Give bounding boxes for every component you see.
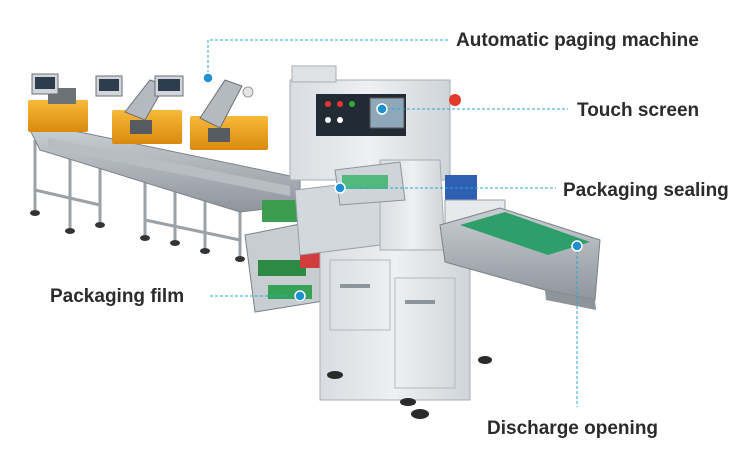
- label-packaging-film: Packaging film: [50, 286, 185, 307]
- label-automatic-paging-machine: Automatic paging machine: [456, 30, 699, 51]
- dot-packaging-film: [294, 290, 306, 302]
- dot-packaging-sealing: [334, 182, 346, 194]
- callout-line-automatic-paging: [207, 39, 448, 78]
- dot-discharge: [571, 240, 583, 252]
- discharge-conveyor: [439, 207, 601, 310]
- frame-feet: [30, 210, 245, 262]
- callout-lines: [207, 39, 578, 407]
- label-discharge-opening: Discharge opening: [487, 418, 659, 439]
- cabinet-feet: [327, 356, 492, 419]
- label-packaging-sealing: Packaging sealing: [563, 180, 729, 201]
- label-touch-screen: Touch screen: [577, 100, 700, 121]
- dot-touch-screen: [376, 103, 388, 115]
- paging-feeder-3: [154, 75, 268, 150]
- main-cabinet: [289, 65, 471, 401]
- dot-automatic-paging: [202, 72, 214, 84]
- callout-dots: [202, 72, 583, 302]
- paging-feeder-1: [28, 73, 88, 132]
